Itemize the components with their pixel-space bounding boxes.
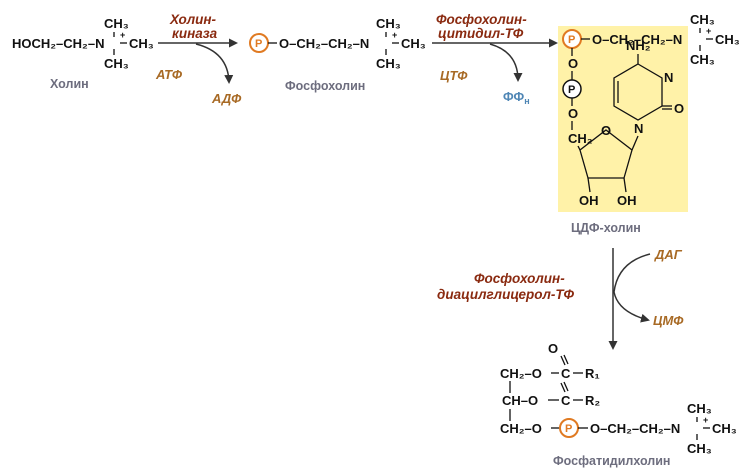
- cytosine-n3: N: [664, 70, 673, 85]
- enzyme-choline-kinase-line2: киназа: [172, 26, 218, 41]
- cytosine-n1: N: [634, 121, 643, 136]
- pc-charge: +: [703, 415, 708, 425]
- phosphocholine-formula-main: O–CH₂–CH₂–N: [279, 36, 369, 51]
- cytosine-ring: [613, 63, 663, 121]
- choline-formula-main: HOCH₂–CH₂–N: [12, 36, 104, 51]
- pc-ch3-right: CH₃: [712, 421, 737, 436]
- cdp-choline-ch3-bottom: CH₃: [690, 52, 715, 67]
- pc-acyl2-c: C: [561, 393, 571, 408]
- cdp-choline-structure: P O–CH₂–CH₂–N CH₃ CH₃ CH₃ + O P O CH₂ NH…: [562, 12, 740, 208]
- choline-ch3-right: CH₃: [129, 36, 154, 51]
- phosphate-label-1: P: [255, 38, 262, 50]
- pc-acyl1-o: O: [548, 341, 558, 356]
- choline-charge: +: [120, 30, 125, 40]
- cofactor-cmp: ЦМФ: [653, 313, 684, 328]
- choline-structure: HOCH₂–CH₂–N CH₃ CH₃ CH₃ +: [12, 16, 154, 71]
- enzyme-cytidylyltransferase-line1: Фосфохолин-: [436, 12, 527, 27]
- pc-ch2o-bottom: CH₂–O: [500, 421, 542, 436]
- phosphocholine-structure: P O–CH₂–CH₂–N CH₃ CH₃ CH₃ +: [249, 16, 426, 71]
- pc-formula-main: O–CH₂–CH₂–N: [590, 421, 680, 436]
- phosphocholine-label: Фосфохолин: [285, 79, 365, 93]
- phosphocholine-ch3-top: CH₃: [376, 16, 401, 31]
- cofactor-arrow-3: [613, 253, 651, 323]
- phosphatidylcholine-label: Фосфатидилхолин: [553, 454, 671, 468]
- cytosine-carbonyl-o: O: [674, 101, 684, 116]
- pc-acyl1-r: R₁: [585, 366, 600, 381]
- phosphatidylcholine-structure: CH₂–O CH–O CH₂–O C O R₁ C R₂ P O–CH₂–CH₂…: [500, 341, 737, 456]
- ribose-oh-left: OH: [579, 193, 599, 208]
- cdp-ester-oxygen: O: [568, 106, 578, 121]
- cdp-choline-label: ЦДФ-холин: [571, 221, 641, 235]
- phosphocholine-charge: +: [392, 30, 397, 40]
- cofactor-arrow-2: [489, 43, 523, 82]
- pc-ch2o-top: CH₂–O: [500, 366, 542, 381]
- cofactor-dag: ДАГ: [654, 247, 683, 262]
- phosphate-label-2: P: [568, 34, 575, 46]
- cdp-choline-ch3-top: CH₃: [690, 12, 715, 27]
- cofactor-ppi: ФФн: [503, 90, 530, 106]
- enzyme-cytidylyltransferase-line2: цитидил-ТФ: [438, 26, 524, 41]
- enzyme-dag-transferase-line1: Фосфохолин-: [474, 271, 565, 286]
- choline-label: Холин: [50, 77, 89, 91]
- pc-ch3-bottom: CH₃: [687, 441, 712, 456]
- ribose-oh-right: OH: [617, 193, 637, 208]
- cdp-choline-formula-main: O–CH₂–CH₂–N: [592, 32, 682, 47]
- cofactor-ctp: ЦТФ: [440, 68, 468, 83]
- ribose-ch2: CH₂: [568, 131, 593, 146]
- phosphate-label-3: P: [568, 84, 575, 96]
- pc-acyl1-c: C: [561, 366, 571, 381]
- phosphate-label-4: P: [565, 423, 572, 435]
- pc-cho-middle: CH–O: [502, 393, 538, 408]
- pc-ch3-top: CH₃: [687, 401, 712, 416]
- enzyme-dag-transferase-line2: диацилглицерол-ТФ: [437, 287, 574, 302]
- phosphocholine-ch3-right: CH₃: [401, 36, 426, 51]
- ribose-ring-oxygen: O: [601, 123, 611, 138]
- ribose-ring: [579, 129, 633, 179]
- cdp-choline-charge: +: [706, 26, 711, 36]
- enzyme-choline-kinase-line1: Холин-: [169, 12, 217, 27]
- choline-ch3-bottom: CH₃: [104, 56, 129, 71]
- cofactor-arrow-1: [195, 43, 234, 84]
- phosphocholine-ch3-bottom: CH₃: [376, 56, 401, 71]
- choline-ch3-top: CH₃: [104, 16, 129, 31]
- cdp-choline-ch3-right: CH₃: [715, 32, 740, 47]
- cofactor-adp: АДФ: [211, 91, 242, 106]
- cytosine-nh2: NH₂: [626, 38, 651, 53]
- pc-acyl2-r: R₂: [585, 393, 600, 408]
- cofactor-atp: АТФ: [155, 67, 183, 82]
- cdp-bridge-oxygen: O: [568, 56, 578, 71]
- cdp-choline-highlight: [558, 26, 688, 212]
